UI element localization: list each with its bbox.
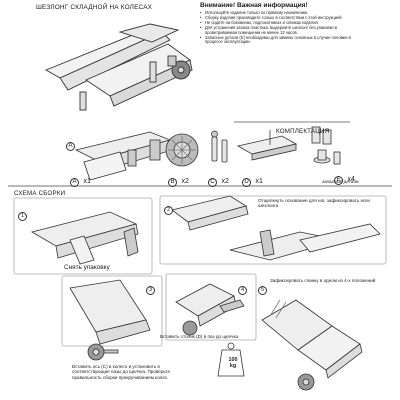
warning-item: Для устранения запаха пластика, выдержит… <box>200 25 364 36</box>
step-3-drawing <box>61 275 163 361</box>
lounger-hero-illustration <box>44 23 193 111</box>
step-2-drawing <box>159 195 387 265</box>
weight-unit: kg <box>229 362 237 369</box>
part-b-qty-row: B x2 <box>168 170 189 188</box>
step-4-drawing <box>165 273 257 341</box>
warning-item: Используйте изделие только по прямому на… <box>200 10 364 16</box>
warning-item: Запасные детали (E) необходимы для замен… <box>200 35 364 46</box>
weight-value: 100 <box>228 357 238 363</box>
part-qty: x2 <box>221 178 229 185</box>
step-2-number: 2 <box>164 198 173 216</box>
part-b-wheel-drawing <box>165 133 199 167</box>
part-letter: B <box>168 177 177 187</box>
step-4-number: 4 <box>238 278 247 296</box>
part-letter: C <box>208 177 217 187</box>
part-letter: D <box>242 177 251 187</box>
part-a-drawing <box>74 131 173 181</box>
step-1-drawing <box>13 197 153 275</box>
step-number: 5 <box>258 285 267 295</box>
part-d-table-drawing <box>236 130 298 161</box>
part-letter: A <box>70 177 79 187</box>
step-5-number: 5 <box>258 278 267 296</box>
part-d-qty-row: D x1 <box>242 170 263 188</box>
step-3-caption: Вставить ось (C) в колесо и установить в… <box>72 364 171 380</box>
step-number: 4 <box>238 285 247 295</box>
spare-parts-note: запасные детали <box>322 179 359 184</box>
step-number: 1 <box>18 211 27 221</box>
step-5-drawing <box>261 299 363 391</box>
part-letter: E <box>334 175 343 185</box>
part-c-axles-drawing <box>211 130 228 163</box>
part-qty: x1 <box>255 178 263 185</box>
assembly-title: СХЕМА СБОРКИ <box>14 190 66 197</box>
warning-list: Используйте изделие только по прямому на… <box>200 10 364 46</box>
part-qty: x2 <box>181 178 189 185</box>
warning-box: Внимание! Важная информация! Используйте… <box>200 2 364 124</box>
step-5-caption: Зафиксировать спинку в одном из 4-х поло… <box>270 278 376 283</box>
part-letter: A <box>66 141 75 151</box>
step-4-caption: Вставить столик (D) в паз до щелчка <box>160 334 239 339</box>
part-e-spares-drawing <box>311 126 341 165</box>
weight-limit-label: 100 kg <box>222 357 244 369</box>
warning-item: Сборку изделия производите только в соот… <box>200 15 364 21</box>
part-c-qty-row: C x2 <box>208 170 229 188</box>
product-title: ШЕЗЛОНГ СКЛАДНОЙ НА КОЛЕСАХ <box>36 4 153 11</box>
weight-limit-icon <box>217 342 245 377</box>
kit-title: КОМПЛЕКТАЦИЯ <box>276 128 330 135</box>
step-1-number: 1 <box>18 204 27 222</box>
step-2-caption: Отщелкнуть основание для ног, зафиксиров… <box>258 198 370 209</box>
step-3-number: 3 <box>146 278 155 296</box>
step-1-caption: Снять упаковку <box>64 264 110 271</box>
warning-item: Не сидите на боковинах, подлокотниках и … <box>200 20 364 26</box>
step-number: 2 <box>164 205 173 215</box>
part-qty: x4 <box>347 176 355 183</box>
part-e-qty-row: E x4 <box>334 168 355 186</box>
part-a-label: A <box>66 134 75 152</box>
step-number: 3 <box>146 285 155 295</box>
part-a-qty-row: A x1 <box>70 170 91 188</box>
part-qty: x1 <box>83 178 91 185</box>
warning-title: Внимание! Важная информация! <box>200 2 308 9</box>
